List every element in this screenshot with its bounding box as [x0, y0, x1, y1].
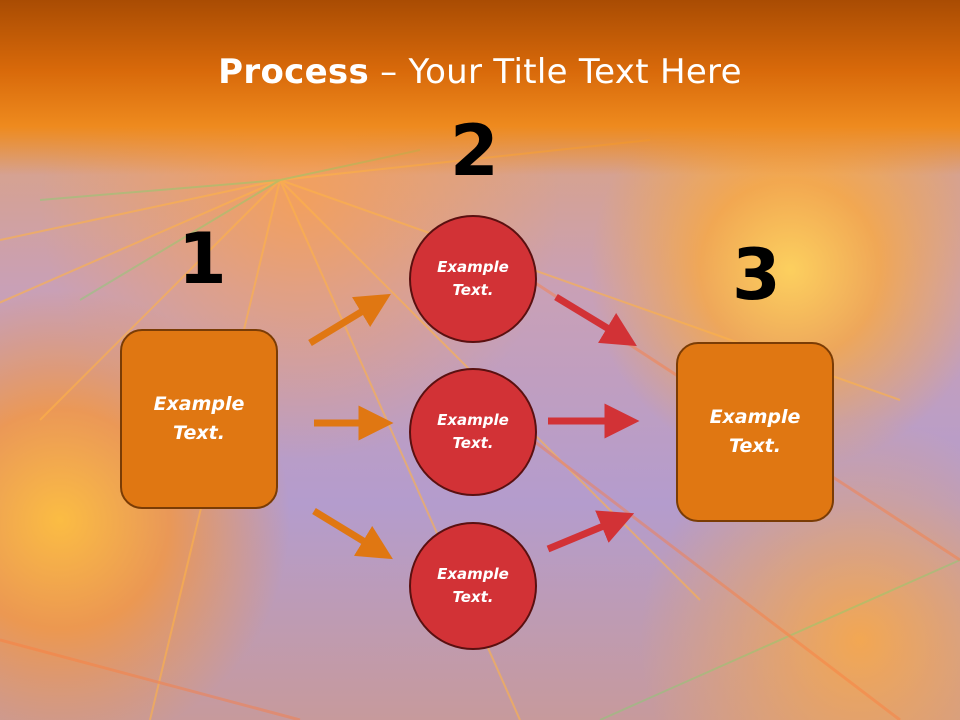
arrow-top-to-right: [554, 294, 637, 347]
arrow-bottom-to-right: [546, 510, 635, 553]
process-circle-middle[interactable]: Example Text.: [409, 368, 537, 496]
process-box-left[interactable]: Example Text.: [120, 329, 278, 509]
process-box-left-text: Example Text.: [153, 393, 245, 444]
arrow-left-to-top: [308, 293, 391, 346]
process-circle-top-text: Example Text.: [437, 258, 509, 299]
title-bar: [0, 0, 960, 175]
step-number-3: 3: [732, 234, 781, 316]
slide-title: Process – Your Title Text Here: [0, 52, 960, 92]
title-rest: – Your Title Text Here: [369, 52, 742, 92]
process-circle-bottom-text: Example Text.: [437, 565, 509, 606]
process-circle-top[interactable]: Example Text.: [409, 215, 537, 343]
step-number-1: 1: [178, 218, 227, 300]
process-circle-bottom[interactable]: Example Text.: [409, 522, 537, 650]
process-circle-middle-text: Example Text.: [437, 411, 509, 452]
arrow-left-to-bottom: [312, 508, 393, 560]
step-number-2: 2: [450, 110, 499, 192]
process-box-right[interactable]: Example Text.: [676, 342, 834, 522]
title-bold: Process: [218, 52, 370, 92]
process-box-right-text: Example Text.: [709, 406, 801, 457]
